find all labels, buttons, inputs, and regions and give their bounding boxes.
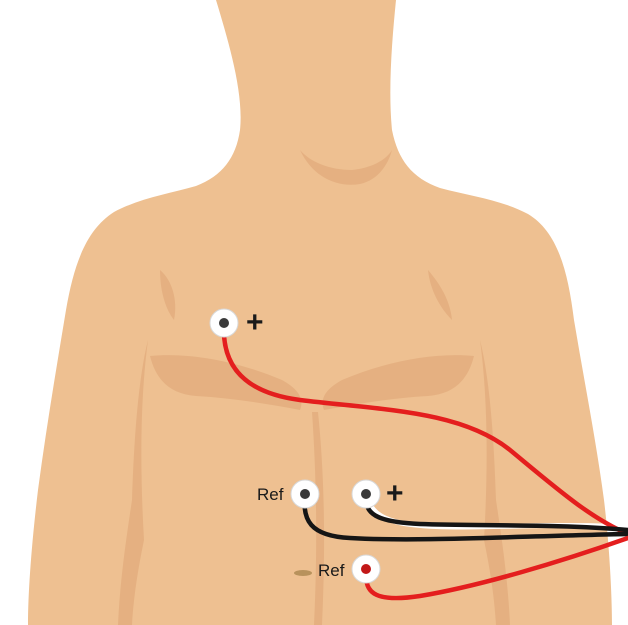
electrode-label-ref: Ref: [257, 485, 284, 504]
electrode-label-ref: Ref: [318, 561, 345, 580]
electrode-label-plus: +: [386, 477, 404, 510]
electrode-label-plus: +: [246, 306, 264, 339]
navel: [294, 570, 312, 576]
